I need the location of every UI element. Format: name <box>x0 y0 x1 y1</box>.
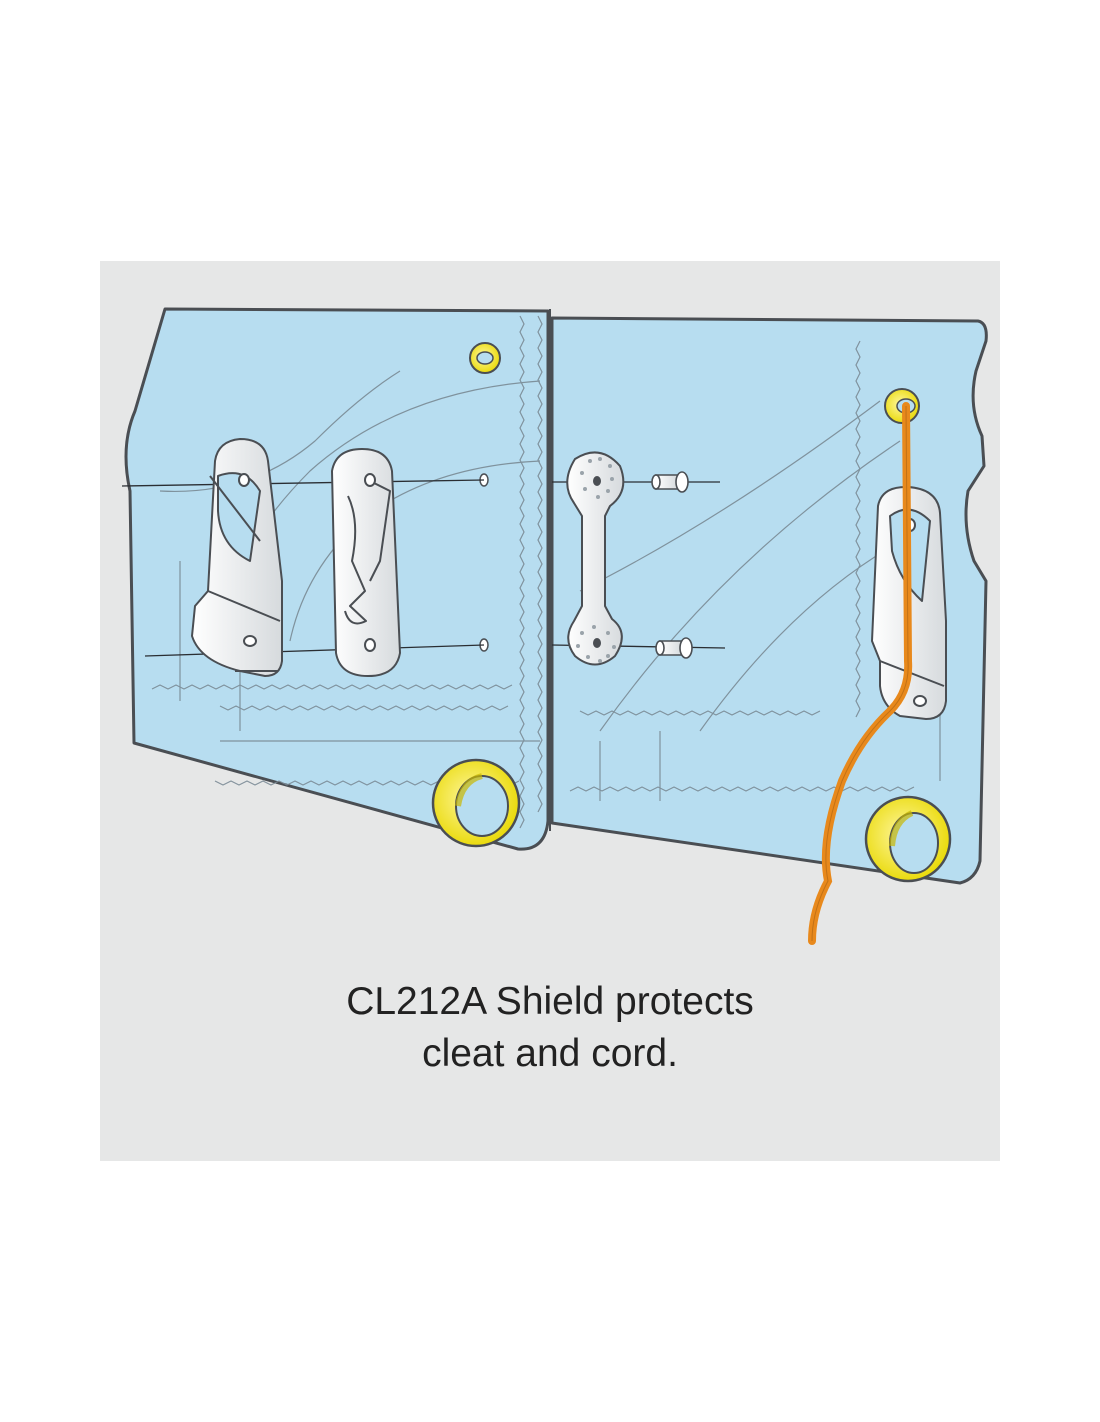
left-small-grommet <box>469 342 501 374</box>
left-large-grommet <box>431 758 521 848</box>
clam-cleat-side <box>331 448 401 677</box>
caption-line-2: cleat and cord. <box>422 1032 678 1075</box>
diagram-panel: CL212A Shield protects cleat and cord. <box>100 261 1000 1161</box>
right-sail-panel <box>550 316 988 945</box>
caption-line-1: CL212A Shield protects <box>346 980 754 1023</box>
left-sail-panel <box>121 307 550 851</box>
cleat-shield-plate <box>566 451 625 666</box>
left-assembly-lines <box>121 479 485 657</box>
rivet-top <box>651 471 689 493</box>
rivet-bottom <box>655 637 693 659</box>
cleat-shield-illustration <box>121 307 988 945</box>
right-large-grommet <box>864 795 952 883</box>
clam-cleat <box>191 438 283 677</box>
